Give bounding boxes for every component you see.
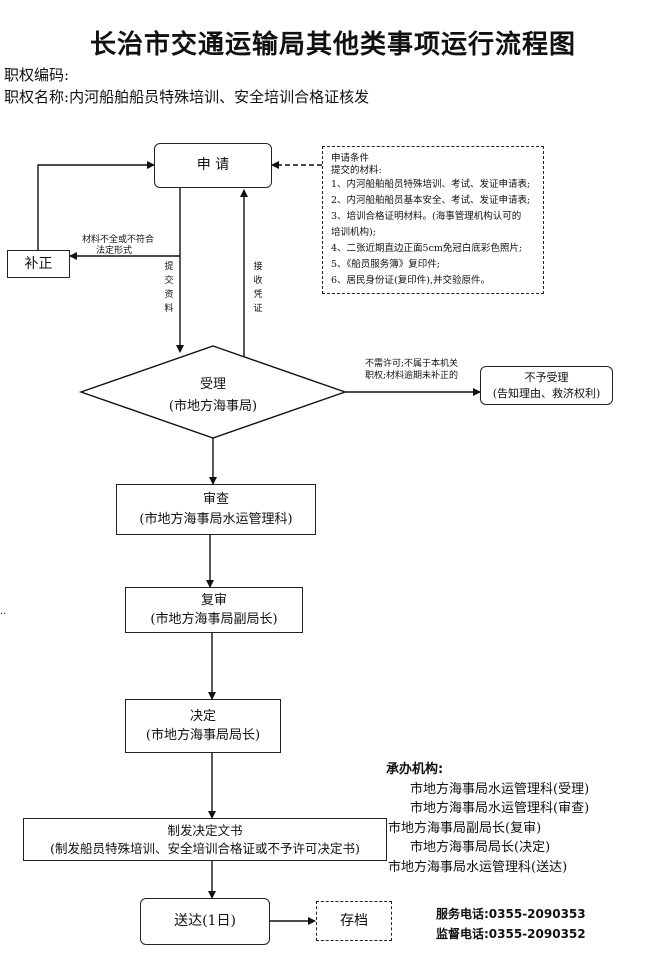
node-review-org: (市地方海事局水运管理科) <box>139 511 293 527</box>
conditions-box: 申请条件 提交的材料: 1、内河船舶船员特殊培训、考试、发证申请表; 2、内河船… <box>322 146 544 294</box>
service-phone: 服务电话:0355-2090353 <box>436 907 586 921</box>
conditions-sub: 提交的材料: <box>331 165 382 176</box>
agency-line: 市地方海事局水运管理科(送达) <box>388 859 568 875</box>
edge-label-receipt: 接收凭证 <box>253 262 263 314</box>
node-accept-title: 受理 <box>199 377 226 392</box>
node-recheck-org: (市地方海事局副局长) <box>150 612 278 627</box>
agency-line: 市地方海事局局长(决定) <box>410 840 551 855</box>
supervise-phone: 监督电话:0355-2090352 <box>436 927 586 941</box>
node-decide-org: (市地方海事局局长) <box>145 728 261 743</box>
agency-line: 市地方海事局水运管理科(受理) <box>410 781 590 797</box>
node-accept-text: 受理 (市地方海事局) <box>120 374 306 418</box>
node-recheck-title: 复审 <box>200 592 227 608</box>
agency-block: 承办机构: 市地方海事局水运管理科(受理) 市地方海事局水运管理科(审查) 市地… <box>386 760 589 877</box>
conditions-item: 4、二张近期直边正面5cm免冠白底彩色照片; <box>331 243 523 254</box>
stray-mark: .. <box>0 606 7 617</box>
conditions-item: 培训机构); <box>331 227 376 238</box>
edge-correct-to-apply <box>37 161 155 250</box>
node-apply: 申 请 <box>154 143 272 188</box>
edge-label-submit: 提交资料 <box>164 262 174 314</box>
authority-name-value: 内河船舶船员特殊培训、安全培训合格证核发 <box>69 88 370 106</box>
edge-label-incomplete-1: 材料不全或不符合 <box>82 235 155 245</box>
conditions-item: 2、内河船舶船员基本安全、考试、发证申请表; <box>331 195 531 206</box>
edge-label-incomplete-2: 法定形式 <box>96 246 133 256</box>
node-reject-title: 不予受理 <box>524 370 569 384</box>
authority-code-label: 职权编码: <box>4 66 70 84</box>
node-apply-label: 申 请 <box>196 157 230 173</box>
authority-name-label: 职权名称: <box>4 88 70 106</box>
node-deliver-label: 送达(1日) <box>174 913 236 929</box>
conditions-item: 5、《船员服务簿》复印件; <box>331 259 440 270</box>
page-title: 长治市交通运输局其他类事项运行流程图 <box>89 30 576 60</box>
node-decide-title: 决定 <box>189 708 216 724</box>
node-issue-note: (制发船员特殊培训、安全培训合格证或不予许可决定书) <box>50 840 360 856</box>
node-issue-title: 制发决定文书 <box>167 822 243 838</box>
node-issue: 制发决定文书 (制发船员特殊培训、安全培训合格证或不予许可决定书) <box>23 818 387 861</box>
node-reject-note: (告知理由、救济权利) <box>492 386 601 400</box>
node-recheck: 复审 (市地方海事局副局长) <box>125 587 303 633</box>
node-accept-org: (市地方海事局) <box>168 399 258 414</box>
conditions-item: 3、培训合格证明材料。(海事管理机构认可的 <box>331 211 522 222</box>
node-review-title: 审查 <box>202 492 229 507</box>
edge-label-reject-2: 职权;材料逾期未补正的 <box>365 371 459 381</box>
node-decide: 决定 (市地方海事局局长) <box>125 699 281 753</box>
node-archive: 存档 <box>316 901 392 941</box>
edge-label-reject-1: 不需许可;不属于本机关 <box>365 359 459 369</box>
node-reject: 不予受理 (告知理由、救济权利) <box>480 366 613 405</box>
agency-line: 市地方海事局副局长(复审) <box>388 820 542 836</box>
agency-head: 承办机构: <box>386 762 444 777</box>
agency-line: 市地方海事局水运管理科(审查) <box>410 801 590 816</box>
conditions-head: 申请条件 <box>331 153 370 164</box>
node-correct-label: 补正 <box>24 255 53 272</box>
node-archive-label: 存档 <box>340 912 368 929</box>
conditions-item: 1、内河船舶船员特殊培训、考试、发证申请表; <box>331 179 531 190</box>
node-deliver: 送达(1日) <box>140 898 270 945</box>
conditions-item: 6、居民身份证(复印件),并交验原件。 <box>331 275 490 286</box>
authority-name: 职权名称:内河船舶船员特殊培训、安全培训合格证核发 <box>4 86 369 107</box>
node-correct: 补正 <box>7 250 70 278</box>
phones-block: 服务电话:0355-2090353 监督电话:0355-2090352 <box>436 904 586 944</box>
node-review: 审查 (市地方海事局水运管理科) <box>116 484 316 535</box>
